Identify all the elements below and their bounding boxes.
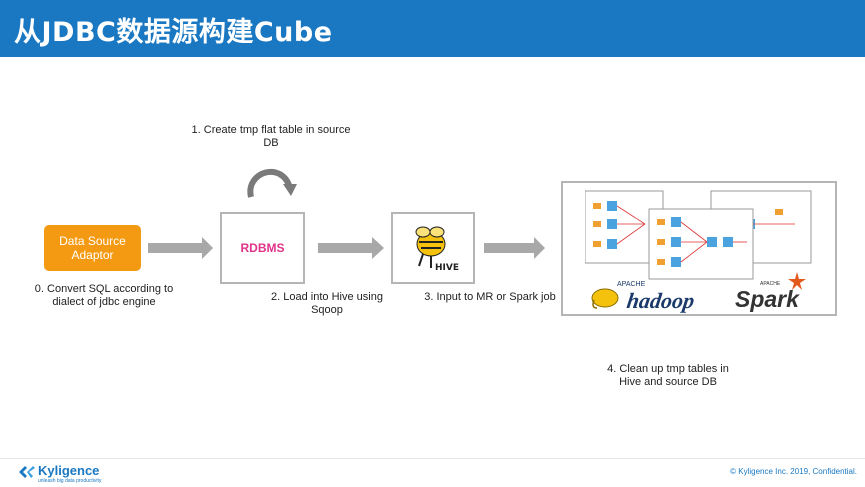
hive-bee-icon: HIVE [415, 226, 459, 273]
arrow-rdbms-to-hive [318, 237, 384, 259]
spark-star-icon [788, 272, 806, 290]
caption-step1-line1: 1. Create tmp flat table in source [191, 124, 351, 136]
caption-step0-line2: dialect of jdbc engine [52, 296, 156, 308]
hadoop-logo-text: hadoop [625, 288, 697, 313]
title-bar: 从JDBC数据源构建Cube [0, 0, 865, 57]
kyligence-tagline: unleash big data productivity [38, 478, 102, 484]
dag-front [648, 208, 754, 280]
data-source-adaptor-box: Data Source Adaptor [44, 225, 141, 271]
spark-logo-text: Spark [735, 286, 799, 312]
caption-step4-line1: 4. Clean up tmp tables in [607, 363, 729, 375]
hadoop-elephant-icon [591, 288, 619, 309]
hive-logo-text: HIVE [435, 263, 459, 273]
data-source-label-line2: Adaptor [71, 248, 114, 262]
caption-step2-line2: Sqoop [311, 304, 343, 316]
copyright-text: © Kyligence Inc. 2019, Confidential. [730, 467, 857, 476]
caption-step0-line1: 0. Convert SQL according to [34, 283, 174, 295]
arrow-hive-to-cluster [484, 237, 545, 259]
caption-step2: 2. Load into Hive using Sqoop [266, 291, 388, 317]
data-source-label-line1: Data Source [59, 234, 126, 248]
rdbms-box: RDBMS [220, 212, 305, 284]
footer-divider [0, 458, 865, 459]
kyligence-logo-icon [19, 466, 35, 478]
caption-step1: 1. Create tmp flat table in source DB [190, 124, 352, 150]
arrow-datasource-to-rdbms [148, 237, 213, 259]
caption-step4: 4. Clean up tmp tables in Hive and sourc… [600, 363, 736, 389]
caption-step3: 3. Input to MR or Spark job [424, 291, 556, 303]
dag-diagrams-icon [585, 190, 812, 280]
rdbms-label: RDBMS [240, 241, 285, 255]
caption-step2-line1: 2. Load into Hive using [271, 291, 383, 303]
page-title: 从JDBC数据源构建Cube [14, 17, 333, 48]
caption-step0: 0. Convert SQL according to dialect of j… [26, 283, 182, 309]
spark-apache-label: APACHE [760, 281, 781, 287]
caption-step4-line2: Hive and source DB [619, 376, 717, 388]
loop-arrow-icon [247, 168, 293, 198]
kyligence-logo-text: Kyligence [38, 463, 100, 478]
caption-step1-line2: DB [263, 137, 279, 149]
hadoop-apache-label: APACHE [617, 281, 646, 288]
hive-box: HIVE [391, 212, 475, 284]
